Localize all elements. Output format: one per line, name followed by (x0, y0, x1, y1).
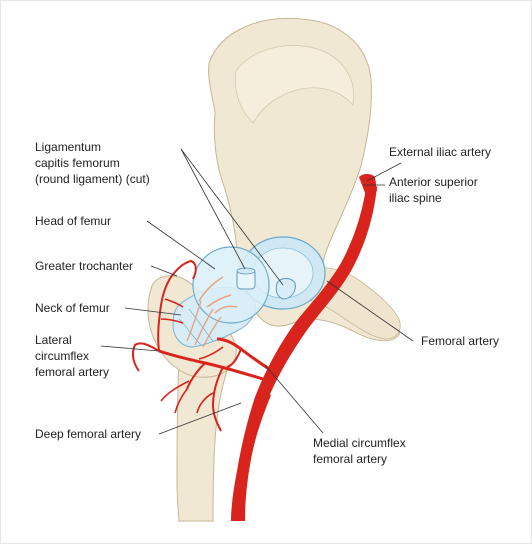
ascending-loop (170, 259, 197, 280)
femoral-head (192, 246, 270, 324)
label-medial-line1: Medial circumflex (313, 436, 406, 450)
ascending-branch (157, 276, 172, 352)
label-lateral-line3: femoral artery (35, 365, 109, 379)
ligamentum-vessel (198, 276, 238, 314)
femoral-artery (231, 181, 377, 521)
neck-capsule-line-2 (188, 308, 214, 342)
leader-neck (124, 307, 182, 316)
femur-shaft (176, 360, 228, 522)
label-lateral-line1: Lateral (35, 333, 72, 347)
leader-greater-troch (150, 265, 178, 277)
label-ligamentum-line1: Ligamentum (35, 140, 101, 154)
pubic-ramus (300, 267, 401, 340)
leader-femoral (326, 280, 414, 342)
descending-branch (211, 366, 224, 432)
label-asis-line2: iliac spine (389, 191, 442, 205)
label-external-iliac: External iliac artery (389, 145, 491, 159)
label-head-of-femur: Head of femur (35, 214, 111, 228)
leader-ext-iliac (366, 162, 402, 182)
lat-branch-1b (174, 388, 188, 414)
lat-branch-2 (131, 342, 160, 372)
ligament-stump-acetabulum (275, 278, 296, 300)
leader-deep (158, 402, 242, 435)
lat-branch-1 (186, 362, 206, 390)
retinacular-vessels (186, 300, 222, 348)
leader-head (146, 220, 216, 270)
deep-femoral-artery (237, 391, 271, 521)
label-ligamentum-line2: capitis femorum (35, 156, 120, 170)
troch-twig-2 (160, 318, 184, 324)
ligament-stump-top (236, 267, 256, 275)
leader-medial (264, 364, 324, 434)
medial-circumflex-twig (226, 348, 242, 368)
descending-twig (196, 392, 214, 414)
neck-twig (198, 346, 224, 360)
label-medial-line2: femoral artery (313, 452, 387, 466)
label-femoral-artery: Femoral artery (421, 334, 499, 348)
leader-lateral (100, 345, 160, 352)
label-greater-trochanter: Greater trochanter (35, 259, 133, 273)
label-asis-line1: Anterior superior (389, 175, 478, 189)
label-deep-femoral: Deep femoral artery (35, 427, 141, 441)
label-lateral-line2: circumflex (35, 349, 89, 363)
label-ligamentum-line3: (round ligament) (cut) (35, 172, 150, 186)
troch-twig-1 (164, 298, 184, 308)
ilium-contour (234, 45, 355, 124)
leader-ligamentum-2 (180, 148, 284, 286)
label-neck-of-femur: Neck of femur (35, 301, 110, 315)
lat-branch-3 (160, 380, 190, 402)
external-iliac-artery (359, 174, 377, 193)
leader-ligamentum-1 (180, 148, 246, 270)
